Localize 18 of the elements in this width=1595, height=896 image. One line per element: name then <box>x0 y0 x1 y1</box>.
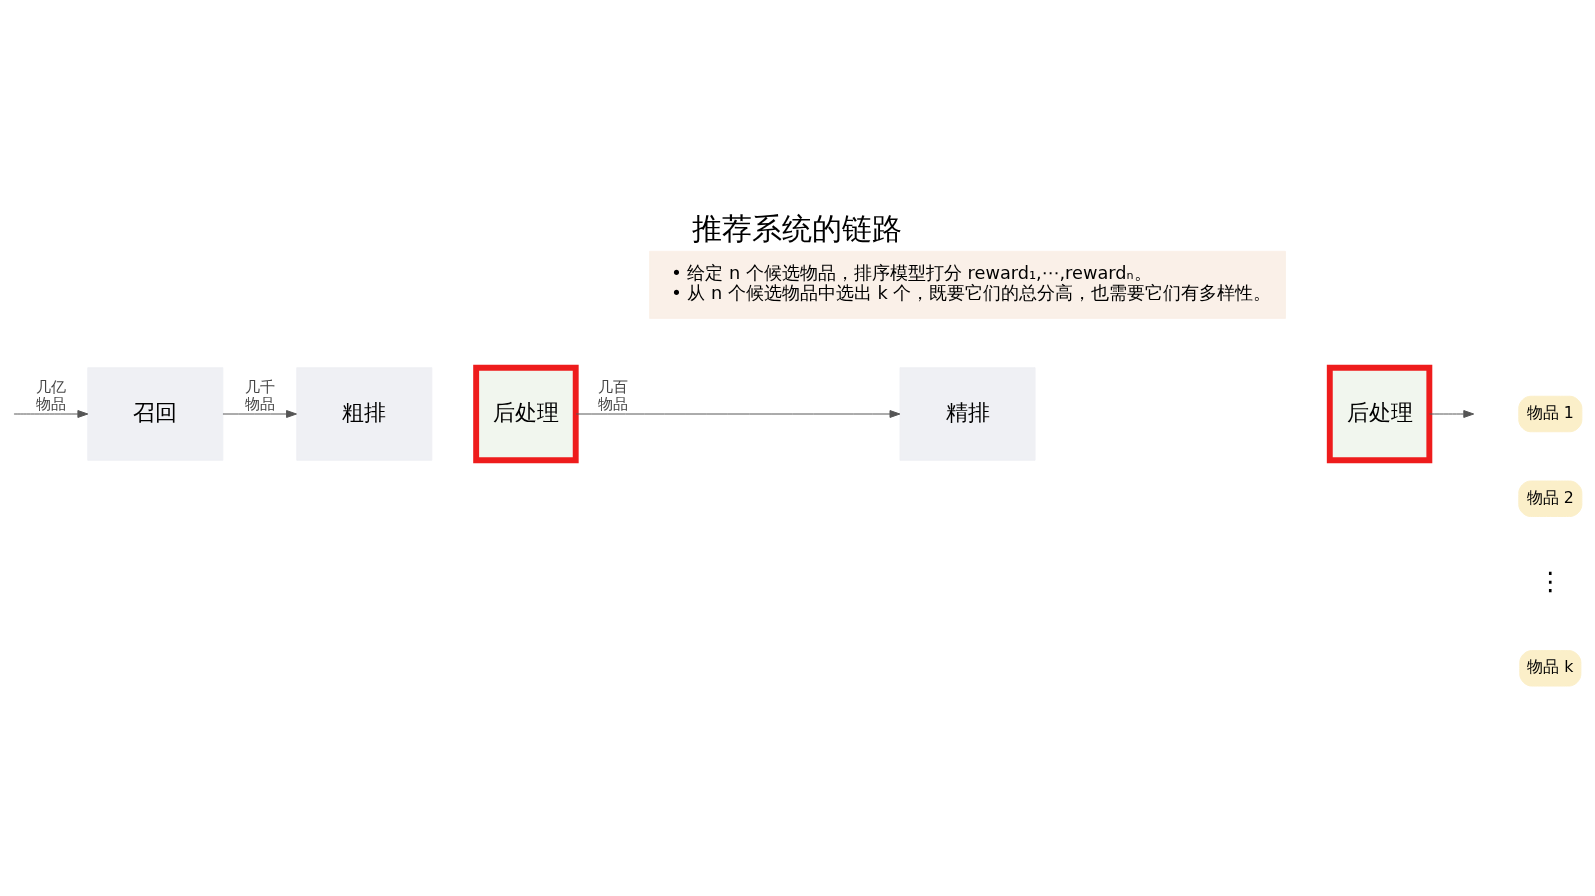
label: ⋮ <box>1537 565 1564 596</box>
arrow <box>575 409 901 418</box>
node-box: 召回 <box>87 366 224 461</box>
node-box: 后处理 <box>473 364 579 463</box>
node-box: 物品 k <box>1519 649 1582 687</box>
node-box: 后处理 <box>1326 364 1433 463</box>
arrow <box>1429 409 1475 418</box>
node-box: 物品 1 <box>1518 395 1583 432</box>
arrow <box>222 409 297 418</box>
diagram-title: 推荐系统的链路 <box>692 211 903 246</box>
node-box: 精排 <box>899 366 1036 461</box>
node-box: 物品 2 <box>1518 480 1583 517</box>
edge-label: 几千物品 <box>244 377 275 412</box>
node-box: 粗排 <box>296 366 433 461</box>
edge-label: 几亿物品 <box>35 377 66 412</box>
node-box: • 给定 n 个候选物品，排序模型打分 reward₁,⋯,rewardₙ。 • 从 n 个候选物品中选出 k 个，既要它们的总分高，也需要它们有多样性。 <box>649 250 1286 319</box>
edge-label: 几百物品 <box>597 377 628 412</box>
arrow <box>13 409 89 418</box>
